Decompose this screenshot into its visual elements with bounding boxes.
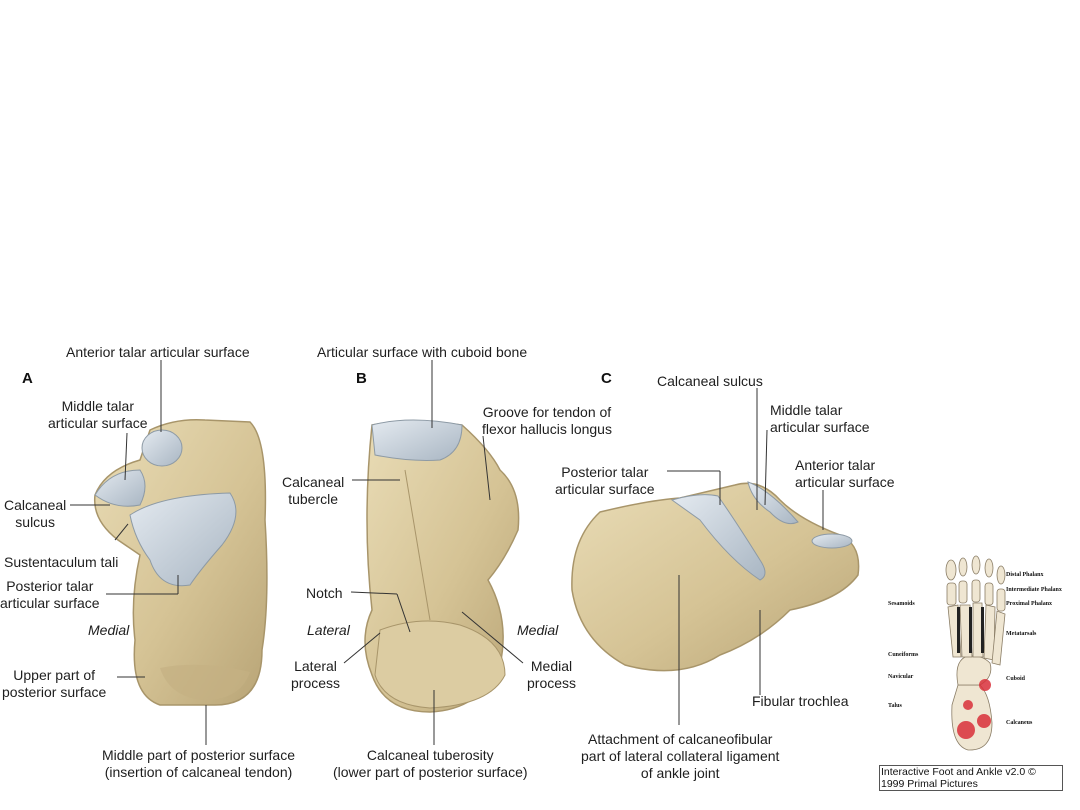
label-sustentaculum-tali: Sustentaculum tali <box>4 554 119 570</box>
inset-cuboid: Cuboid <box>1006 676 1026 682</box>
label-middle-talar-a: Middle talar articular surface <box>48 398 148 431</box>
label-posterior-talar-a: Posterior talar articular surface <box>0 578 100 611</box>
label-middle-talar-c: Middle talar articular surface <box>770 402 870 435</box>
label-upper-posterior: Upper part of posterior surface <box>2 667 107 700</box>
label-anterior-talar-c: Anterior talar articular surface <box>795 457 895 490</box>
calcaneus-superior-view <box>93 418 268 706</box>
label-middle-posterior: Middle part of posterior surface (insert… <box>102 747 295 780</box>
inset-talus: Talus <box>888 703 902 709</box>
label-medial-a: Medial <box>88 622 130 638</box>
label-cuboid-surface: Articular surface with cuboid bone <box>317 344 528 360</box>
calcaneus-lateral-view <box>571 481 860 672</box>
inset-navicular: Navicular <box>888 674 914 680</box>
label-lateral-b: Lateral <box>307 622 350 638</box>
label-calcaneal-sulcus-a: Calcaneal sulcus <box>4 497 67 530</box>
label-groove-fhl: Groove for tendon of flexor hallucis lon… <box>482 404 612 437</box>
inset-calcaneus: Calcaneus <box>1006 720 1033 726</box>
label-calcaneal-tubercle: Calcaneal tubercle <box>282 474 345 507</box>
label-anterior-talar-a: Anterior talar articular surface <box>66 344 250 360</box>
foot-skeleton-image <box>945 555 1006 751</box>
label-calcaneal-sulcus-c: Calcaneal sulcus <box>657 373 763 389</box>
label-notch: Notch <box>306 585 343 601</box>
calcaneus-posterior-view <box>364 419 520 713</box>
leader-lines <box>70 360 824 745</box>
label-posterior-talar-c: Posterior talar articular surface <box>555 464 655 497</box>
inset-metatarsals: Metatarsals <box>1006 631 1037 637</box>
label-medial-process: Medial process <box>527 658 577 691</box>
panel-letter-a: A <box>22 370 33 387</box>
label-calcaneofibular-attachment: Attachment of calcaneofibular part of la… <box>581 731 780 781</box>
label-fibular-trochlea: Fibular trochlea <box>752 693 849 709</box>
inset-proximal-phalanx: Proximal Phalanx <box>1006 601 1053 607</box>
label-lateral-process: Lateral process <box>291 658 341 691</box>
panel-letter-b: B <box>356 370 367 387</box>
inset-distal-phalanx: Distal Phalanx <box>1006 572 1044 578</box>
foot-skeleton-inset: Distal Phalanx Intermediate Phalanx Prox… <box>880 545 1065 765</box>
inset-cuneiforms: Cuneiforms <box>888 652 919 658</box>
label-calcaneal-tuberosity: Calcaneal tuberosity (lower part of post… <box>333 747 528 780</box>
inset-credit: Interactive Foot and Ankle v2.0 © 1999 P… <box>879 765 1063 791</box>
label-medial-b: Medial <box>517 622 559 638</box>
inset-sesamoids: Sesamoids <box>888 601 915 607</box>
panel-letter-c: C <box>601 370 612 387</box>
inset-intermediate-phalanx: Intermediate Phalanx <box>1006 587 1062 593</box>
